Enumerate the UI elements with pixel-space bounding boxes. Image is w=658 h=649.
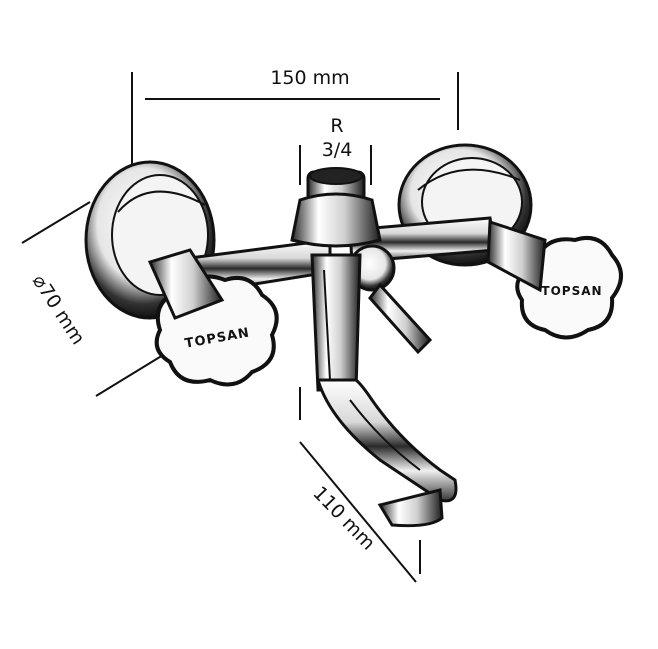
depth-dim-line xyxy=(299,441,417,583)
thread-label-size: 3/4 xyxy=(322,139,353,161)
spout xyxy=(315,378,458,503)
diameter-ext-line-bottom xyxy=(95,351,169,397)
diameter-label: ⌀70 mm xyxy=(28,271,89,349)
left-handle-stem xyxy=(147,248,225,320)
faucet-body xyxy=(84,143,533,528)
center-body xyxy=(290,192,382,248)
diverter-lever xyxy=(368,282,433,355)
right-flange-highlight xyxy=(417,168,521,191)
left-handle[interactable]: TOPSAN xyxy=(147,248,279,387)
spout-outlet xyxy=(377,488,444,528)
width-dimension: 150 mm xyxy=(131,67,459,172)
width-label: 150 mm xyxy=(270,67,349,89)
left-flange-highlight xyxy=(117,190,206,213)
diameter-ext-line-top xyxy=(21,201,91,244)
stem-highlight xyxy=(323,269,331,381)
right-handle[interactable]: TOPSAN xyxy=(486,219,623,340)
right-handle-stem xyxy=(486,219,547,293)
thread-label-r: R xyxy=(330,115,343,137)
vertical-stem xyxy=(310,253,362,392)
inlet-opening xyxy=(309,167,363,185)
spout-highlight xyxy=(349,399,421,471)
depth-label: 110 mm xyxy=(308,482,379,554)
right-handle-brand: TOPSAN xyxy=(541,284,602,298)
thread-dimension: R 3/4 xyxy=(299,115,372,185)
